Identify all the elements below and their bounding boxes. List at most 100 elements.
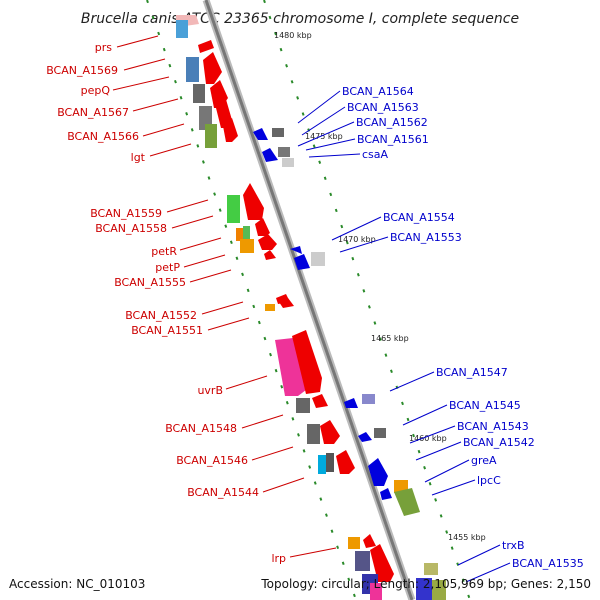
gene-block [236, 228, 244, 241]
gene-arrow [203, 52, 222, 84]
gene-label: BCAN_A1563 [347, 101, 419, 114]
gene-arrow [264, 250, 276, 260]
gene-arrow [292, 330, 322, 394]
gene-label: lgt [131, 151, 146, 164]
tick-label: 1455 kbp [448, 533, 486, 542]
gene-block [296, 398, 310, 413]
left-leader-lines [112, 35, 337, 558]
gene-label: BCAN_A1562 [356, 116, 428, 129]
gene-block [227, 195, 240, 223]
gene-block [307, 424, 320, 444]
gene-label: BCAN_A1545 [449, 399, 521, 412]
gene-label: BCAN_A1553 [390, 231, 462, 244]
gene-arrow [255, 218, 270, 236]
gene-arrow [368, 458, 388, 486]
tick-label: 1470 kbp [338, 235, 376, 244]
gene-label: BCAN_A1559 [90, 207, 162, 220]
gene-label: BCAN_A1551 [131, 324, 203, 337]
forward-genes [176, 15, 394, 600]
gene-block [205, 124, 217, 148]
gene-arrow [258, 234, 277, 250]
gene-arrow [312, 394, 328, 408]
gene-arrow [358, 432, 372, 442]
gene-block [374, 428, 386, 438]
gene-arrow [320, 420, 340, 444]
gene-block [326, 453, 334, 472]
gene-block [186, 57, 199, 82]
gene-arrow [198, 40, 214, 53]
gene-label: BCAN_A1552 [125, 309, 197, 322]
gene-uvrB [275, 338, 306, 396]
gene-block [348, 537, 360, 549]
gene-label: lpcC [477, 474, 501, 487]
gene-block [282, 158, 294, 167]
gene-label: BCAN_A1544 [187, 486, 259, 499]
ruler-dots [146, 0, 471, 600]
gene-label: csaA [362, 148, 389, 161]
gene-arrow [215, 96, 232, 128]
gene-label: BCAN_A1558 [95, 222, 167, 235]
gene-block [432, 580, 446, 600]
gene-label: BCAN_A1567 [57, 106, 129, 119]
gene-label: BCAN_A1546 [176, 454, 248, 467]
gene-arrow [253, 128, 268, 140]
chromosome-backbone [202, 0, 416, 600]
gene-arrow [344, 398, 358, 408]
gene-label: uvrB [197, 384, 223, 397]
gene-label: BCAN_A1535 [512, 557, 584, 570]
gene-block [176, 20, 188, 38]
gene-block [278, 147, 290, 157]
gene-block [311, 252, 325, 266]
gene-block [355, 551, 370, 571]
accession-text: Accession: NC_010103 [9, 577, 145, 591]
tick-label: 1480 kbp [274, 31, 312, 40]
gene-label: BCAN_A1564 [342, 85, 414, 98]
gene-label: BCAN_A1569 [46, 64, 118, 77]
gene-label: BCAN_A1548 [165, 422, 237, 435]
tick-label: 1475 kbp [305, 132, 343, 141]
gene-arrow [243, 183, 264, 220]
gene-label: pepQ [81, 84, 111, 97]
gene-label: greA [471, 454, 497, 467]
gene-block [240, 239, 254, 253]
gene-label: BCAN_A1542 [463, 436, 535, 449]
gene-arrow [336, 450, 355, 474]
gene-block [424, 563, 438, 575]
gene-arrow [223, 118, 238, 142]
left-gene-labels: prs BCAN_A1569 pepQ BCAN_A1567 BCAN_A156… [46, 41, 286, 565]
tick-label: 1465 kbp [371, 334, 409, 343]
gene-label: petR [151, 245, 177, 258]
gene-arrow [370, 544, 394, 582]
gene-block [362, 394, 375, 404]
gene-label: lrp [271, 552, 286, 565]
topology-text: Topology: circular; Length: 2,105,969 bp… [260, 577, 591, 591]
gene-block [416, 578, 432, 600]
gene-block [243, 226, 250, 240]
gene-label: BCAN_A1543 [457, 420, 529, 433]
gene-label: BCAN_A1561 [357, 133, 429, 146]
reverse-genes [253, 128, 446, 600]
gene-arrow [279, 298, 294, 308]
gene-label: prs [95, 41, 113, 54]
gene-arrow [294, 254, 310, 270]
tick-label: 1460 kbp [409, 434, 447, 443]
gene-arrow [290, 246, 302, 254]
gene-block [394, 488, 420, 516]
gene-label: BCAN_A1554 [383, 211, 455, 224]
gene-label: BCAN_A1547 [436, 366, 508, 379]
gene-label: trxB [502, 539, 525, 552]
gene-label: petP [155, 261, 180, 274]
gene-block [272, 128, 284, 137]
gene-label: BCAN_A1566 [67, 130, 139, 143]
gene-block [265, 304, 275, 311]
gene-block [370, 583, 382, 600]
gene-arrow [363, 534, 376, 548]
scale-ticks: 1480 kbp 1475 kbp 1470 kbp 1465 kbp 1460… [274, 31, 486, 542]
gene-block [318, 455, 326, 474]
gene-block [193, 84, 205, 103]
gene-arrow [262, 148, 278, 162]
right-gene-labels: BCAN_A1564 BCAN_A1563 BCAN_A1562 BCAN_A1… [342, 85, 584, 570]
gene-arrow [380, 488, 392, 500]
